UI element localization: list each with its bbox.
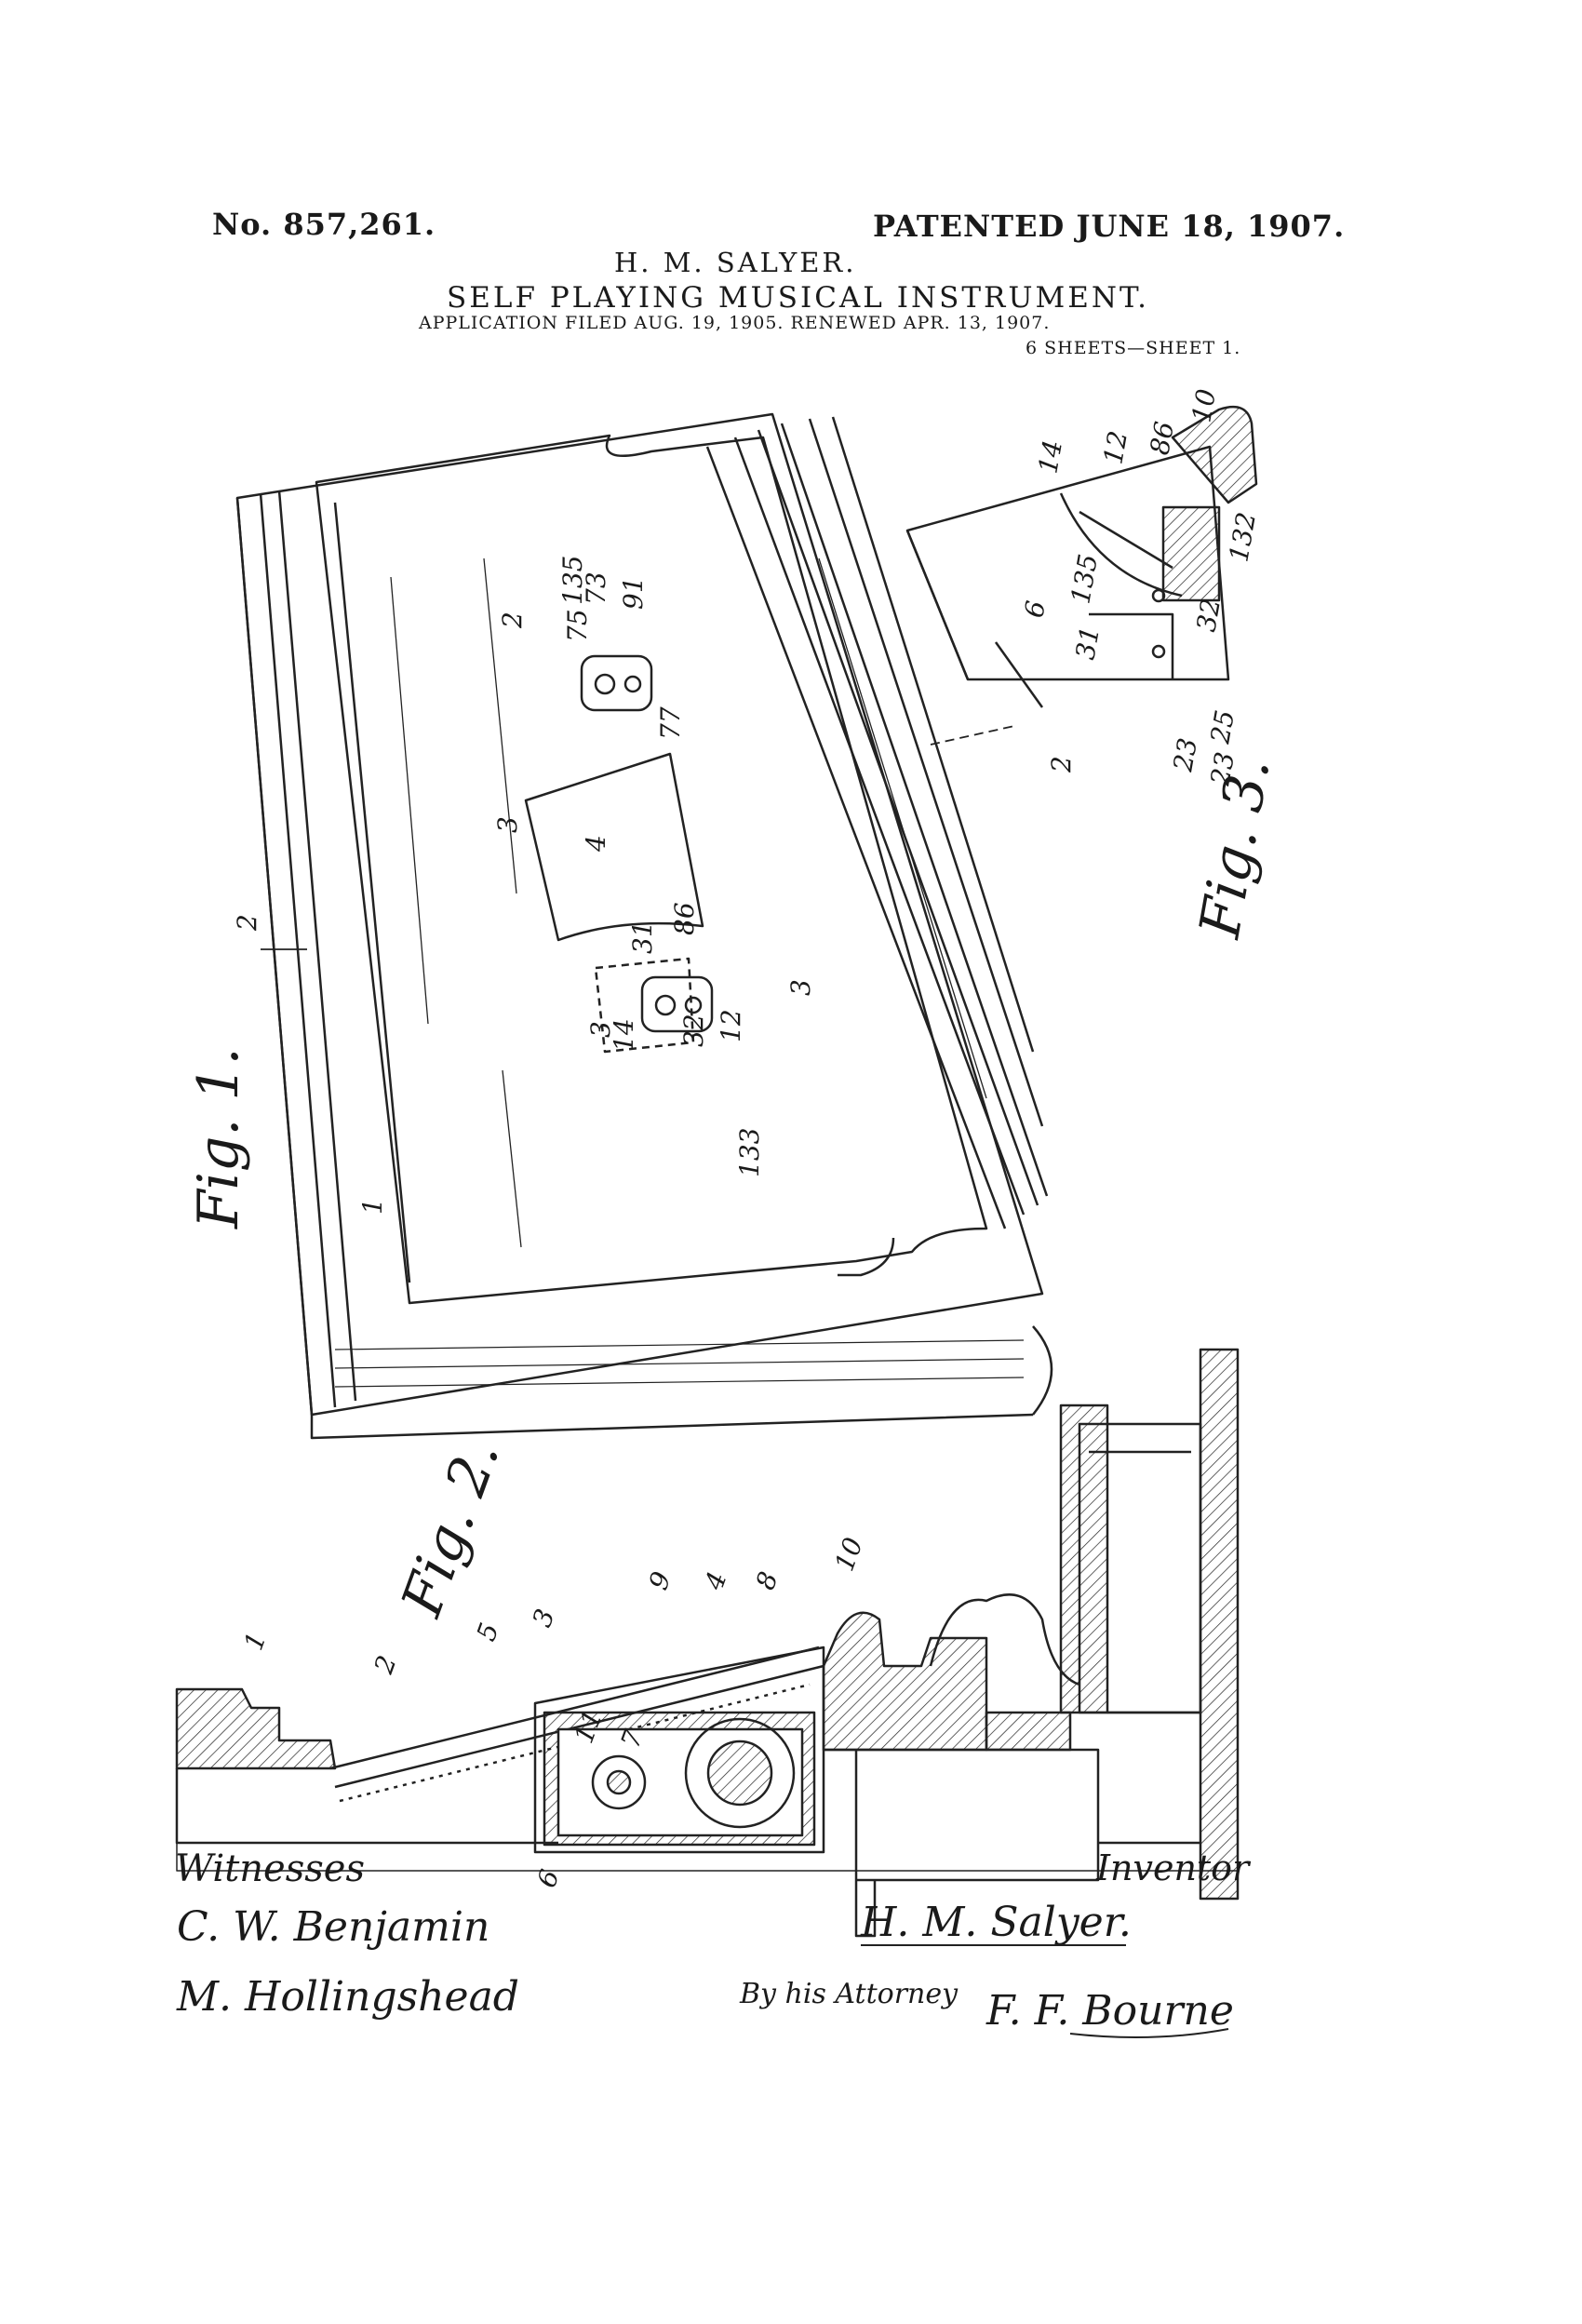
- patent-date: PATENTED JUNE 18, 1907.: [873, 208, 1346, 244]
- ref-3-fig1c: 3: [785, 979, 816, 996]
- witness-signature-2: M. Hollingshead: [176, 1973, 519, 2021]
- fig1-label: Fig. 1.: [186, 1047, 251, 1229]
- ref-23-fig3a: 23: [1167, 735, 1203, 774]
- application-line: APPLICATION FILED AUG. 19, 1905. RENEWED…: [419, 313, 1051, 333]
- ref-5-fig2: 5: [471, 1619, 505, 1645]
- ref-86-fig1: 86: [669, 902, 700, 935]
- ref-10-fig3: 10: [1186, 386, 1222, 424]
- ref-6-fig2: 6: [531, 1865, 566, 1891]
- ref-2-fig1c: 2: [1046, 756, 1077, 773]
- witnesses-label: Witnesses: [175, 1847, 365, 1890]
- inventor-name: H. M. SALYER.: [614, 247, 857, 278]
- ref-31-fig1: 31: [627, 920, 658, 954]
- patent-title: SELF PLAYING MUSICAL INSTRUMENT.: [447, 281, 1149, 315]
- fig2-drawing: [175, 1348, 1240, 1938]
- ref-9-fig2: 9: [643, 1567, 677, 1593]
- patent-number: No. 857,261.: [212, 207, 436, 242]
- inventor-label: Inventor: [1096, 1847, 1250, 1888]
- ref-3-fig2: 3: [527, 1605, 561, 1631]
- ref-3-fig1b: 3: [585, 1021, 616, 1038]
- ref-2-fig1b: 2: [497, 611, 528, 629]
- fig3-drawing: [905, 405, 1258, 708]
- ref-12-fig1: 12: [716, 1009, 746, 1042]
- ref-14-fig1: 14: [609, 1018, 639, 1052]
- witness-signature-1: C. W. Benjamin: [177, 1903, 489, 1951]
- ref-2-fig1a: 2: [232, 914, 262, 932]
- ref-4-fig2: 4: [698, 1567, 732, 1594]
- ref-23-fig3b: 23: [1204, 749, 1240, 788]
- sheet-number: 6 SHEETS—SHEET 1.: [1026, 338, 1241, 358]
- ref-25-fig3: 25: [1204, 707, 1240, 746]
- ref-1-fig2: 1: [238, 1628, 273, 1654]
- ref-4-fig1: 4: [581, 835, 611, 853]
- ref-135-fig1: 135: [557, 556, 588, 605]
- fig1-drawing: [235, 412, 1053, 1440]
- ref-32-fig1: 32: [678, 1014, 709, 1047]
- ref-2-fig2: 2: [368, 1651, 402, 1678]
- fig2-label: Fig. 2.: [389, 1431, 513, 1625]
- ref-91-fig1: 91: [618, 576, 649, 610]
- ref-77-fig1: 77: [655, 706, 686, 740]
- ref-75-fig1: 75: [562, 609, 593, 642]
- ref-73-fig1: 73: [581, 571, 611, 605]
- attorney-label: By his Attorney: [740, 1978, 959, 2010]
- ref-10-fig2: 10: [829, 1534, 869, 1576]
- ref-3-fig1a: 3: [492, 816, 523, 833]
- ref-6-fig3: 6: [1018, 598, 1052, 620]
- attorney-signature: F. F. Bourne: [985, 1987, 1234, 2035]
- ref-132-fig3: 132: [1223, 510, 1262, 564]
- ref-133-fig1: 133: [734, 1128, 765, 1177]
- inventor-signature: H. M. Salyer.: [860, 1899, 1132, 1946]
- ref-135-fig3: 135: [1065, 552, 1104, 606]
- attorney-signature-underline: [1069, 2028, 1229, 2038]
- ref-1-fig1: 1: [357, 1198, 388, 1215]
- ref-8-fig2: 8: [750, 1567, 784, 1593]
- ref-32-fig3: 32: [1190, 596, 1227, 634]
- ref-14-fig3: 14: [1032, 437, 1068, 476]
- ref-86-fig3: 86: [1144, 419, 1180, 457]
- ref-31-fig3: 31: [1069, 624, 1106, 662]
- ref-12-fig3: 12: [1097, 428, 1133, 466]
